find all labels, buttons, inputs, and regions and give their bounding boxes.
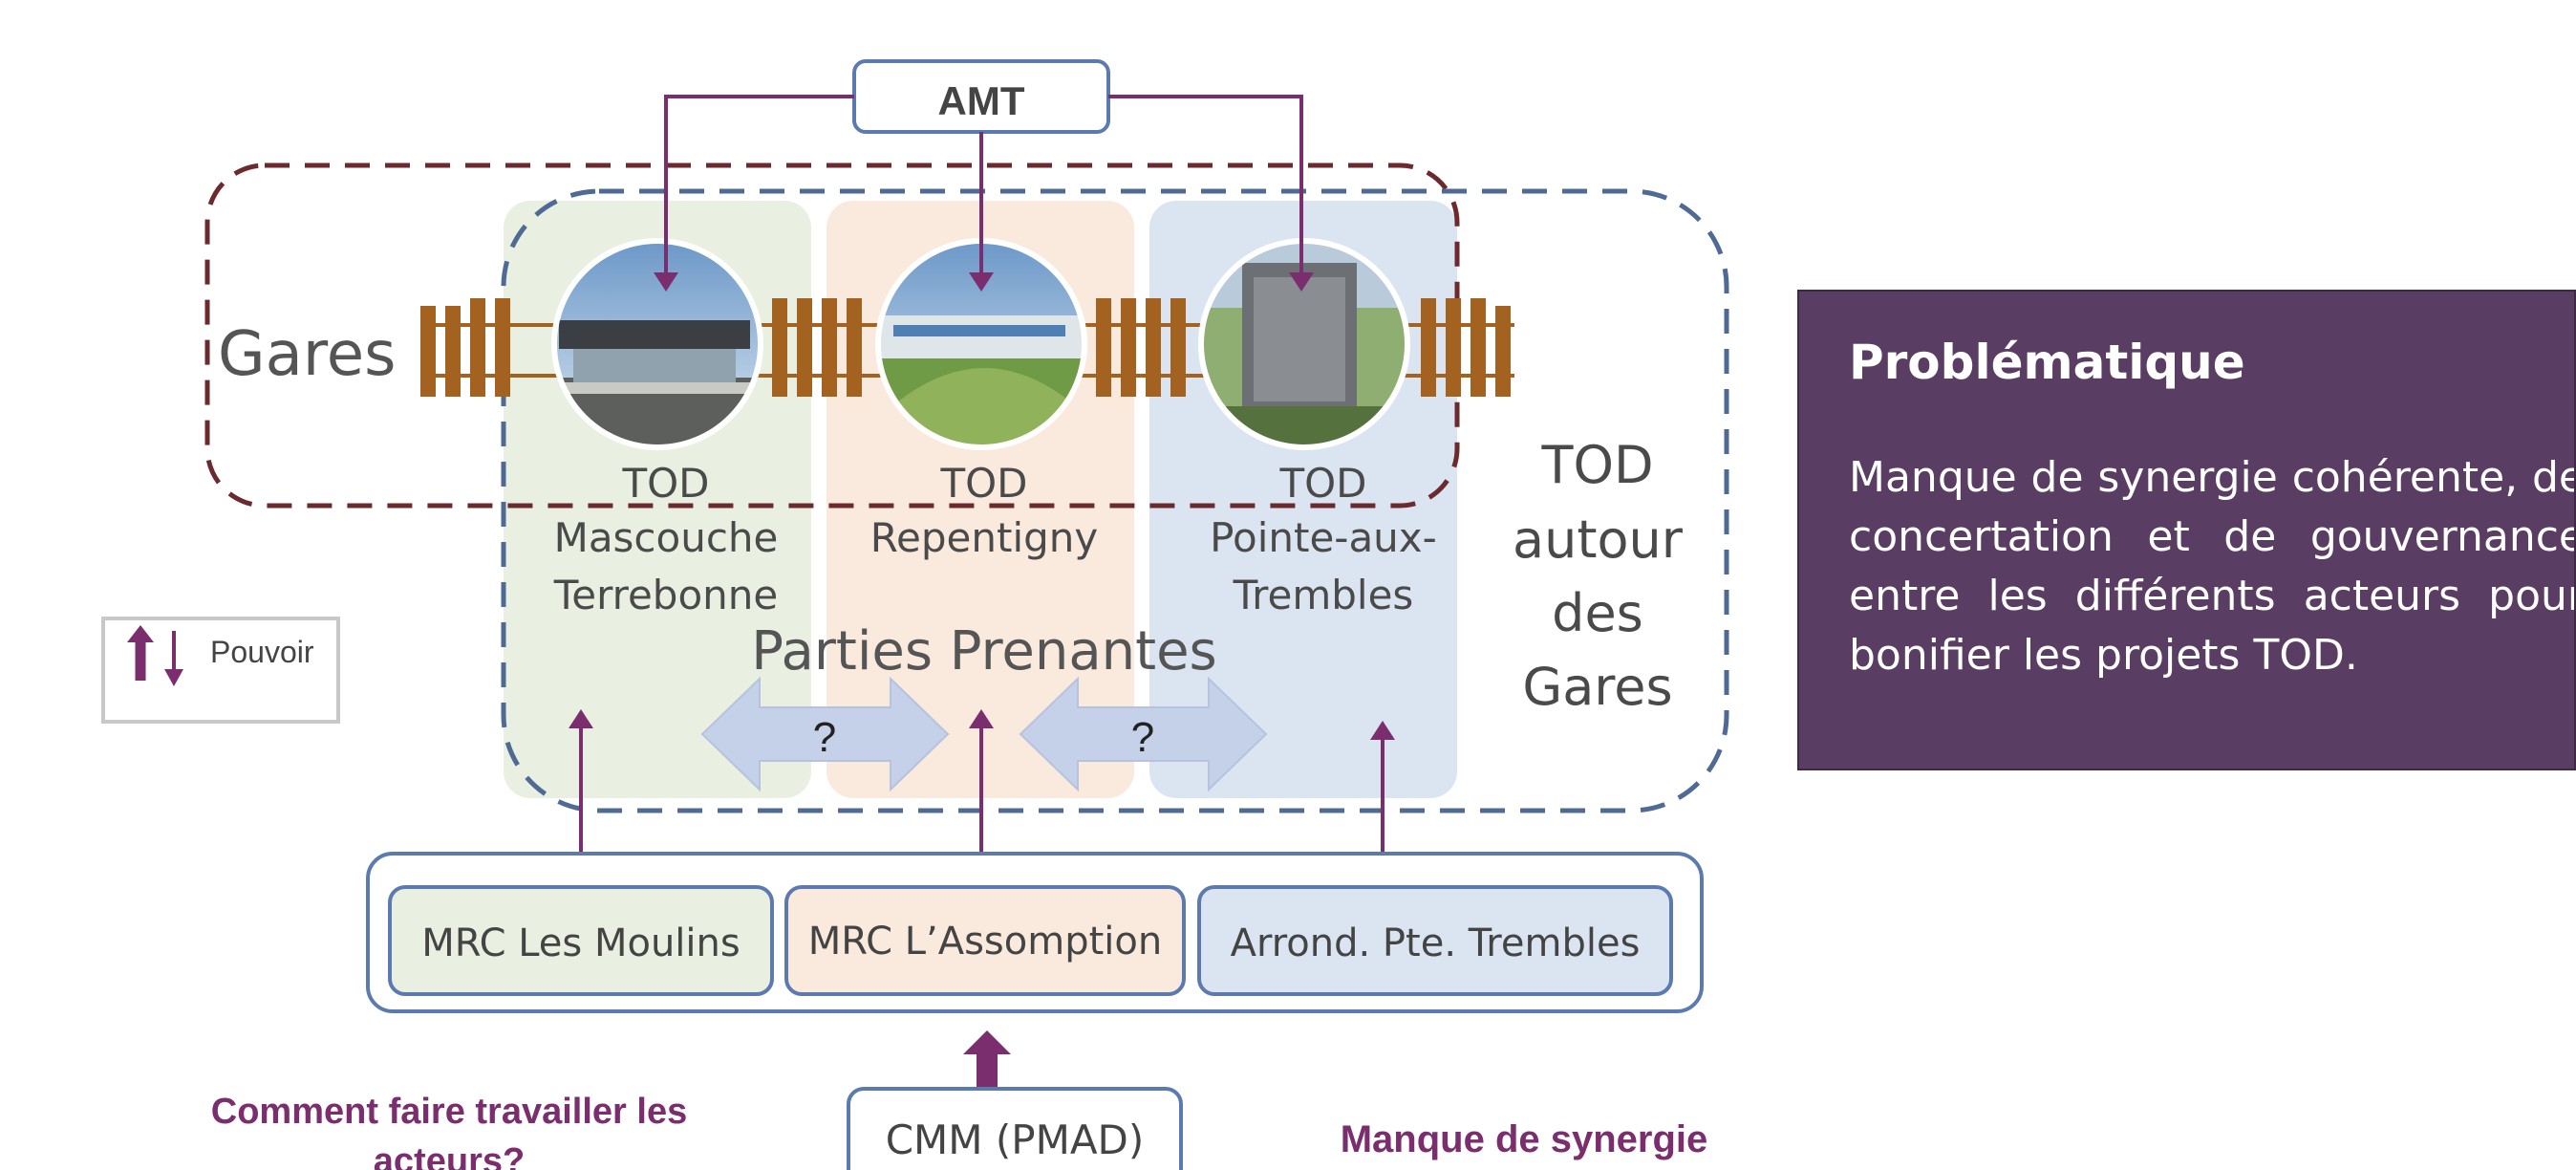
railway	[420, 298, 1514, 397]
station-2-line1: Repentigny	[870, 514, 1099, 561]
question-left-line1: Comment faire travailler les	[211, 1092, 687, 1132]
amt-label: AMT	[938, 78, 1025, 123]
station-1-tod: TOD	[621, 460, 709, 507]
cmm-box	[847, 1087, 1183, 1170]
cmm-power-arrow	[963, 1030, 1011, 1090]
amt-power-arrows	[664, 95, 1303, 277]
arrowhead-up-2	[969, 709, 994, 728]
arrowhead-up-1	[569, 709, 593, 728]
station-photo-mascouche	[554, 241, 761, 447]
tod-autour-line3: des	[1552, 583, 1643, 643]
tod-autour-line2: autour	[1513, 509, 1684, 570]
question-mark-left: ?	[813, 714, 836, 761]
question-right: Manque de synergie	[1341, 1118, 1708, 1160]
panel-title: Problématique	[1849, 335, 2245, 390]
mrc-lassomption-label: MRC L’Assomption	[808, 920, 1162, 964]
station-3-line1: Pointe-aux-	[1210, 514, 1437, 561]
station-3-tod: TOD	[1278, 460, 1366, 507]
arrowhead-up-3	[1370, 721, 1395, 740]
panel-text: Manque de synergie cohérente, de concert…	[1849, 453, 2576, 680]
question-mark-right: ?	[1131, 714, 1154, 761]
station-photo-pointe-aux-trembles	[1201, 241, 1407, 447]
station-3-line2: Trembles	[1233, 572, 1414, 618]
parties-prenantes-label: Parties Prenantes	[751, 620, 1216, 682]
mrc-lassomption-box	[784, 885, 1186, 996]
arrowhead-repentigny	[969, 272, 994, 292]
station-1-line2: Terrebonne	[553, 572, 779, 618]
problematique-panel: Problématique Manque de synergie cohéren…	[1797, 290, 2576, 770]
legend-label: Pouvoir	[210, 635, 314, 669]
tod-autour-line1: TOD	[1540, 435, 1653, 495]
station-1-line1: Mascouche	[554, 514, 779, 561]
gares-label: Gares	[218, 319, 396, 390]
power-legend: Pouvoir	[101, 617, 340, 724]
question-left-line2: acteurs?	[374, 1141, 525, 1170]
cmm-label: CMM (PMAD)	[886, 1116, 1145, 1163]
double-arrow-left	[700, 676, 950, 792]
station-2-tod: TOD	[939, 460, 1027, 507]
arrond-pte-trembles-box	[1197, 885, 1673, 996]
arrowhead-pointe	[1289, 272, 1314, 292]
double-arrow-right	[1019, 676, 1268, 792]
tod-autour-line4: Gares	[1522, 657, 1672, 717]
mrc-les-moulins-box	[388, 885, 774, 996]
arrowhead-mascouche	[654, 272, 678, 292]
mrc-les-moulins-label: MRC Les Moulins	[421, 921, 740, 965]
arrond-pte-trembles-label: Arrond. Pte. Trembles	[1231, 921, 1641, 965]
